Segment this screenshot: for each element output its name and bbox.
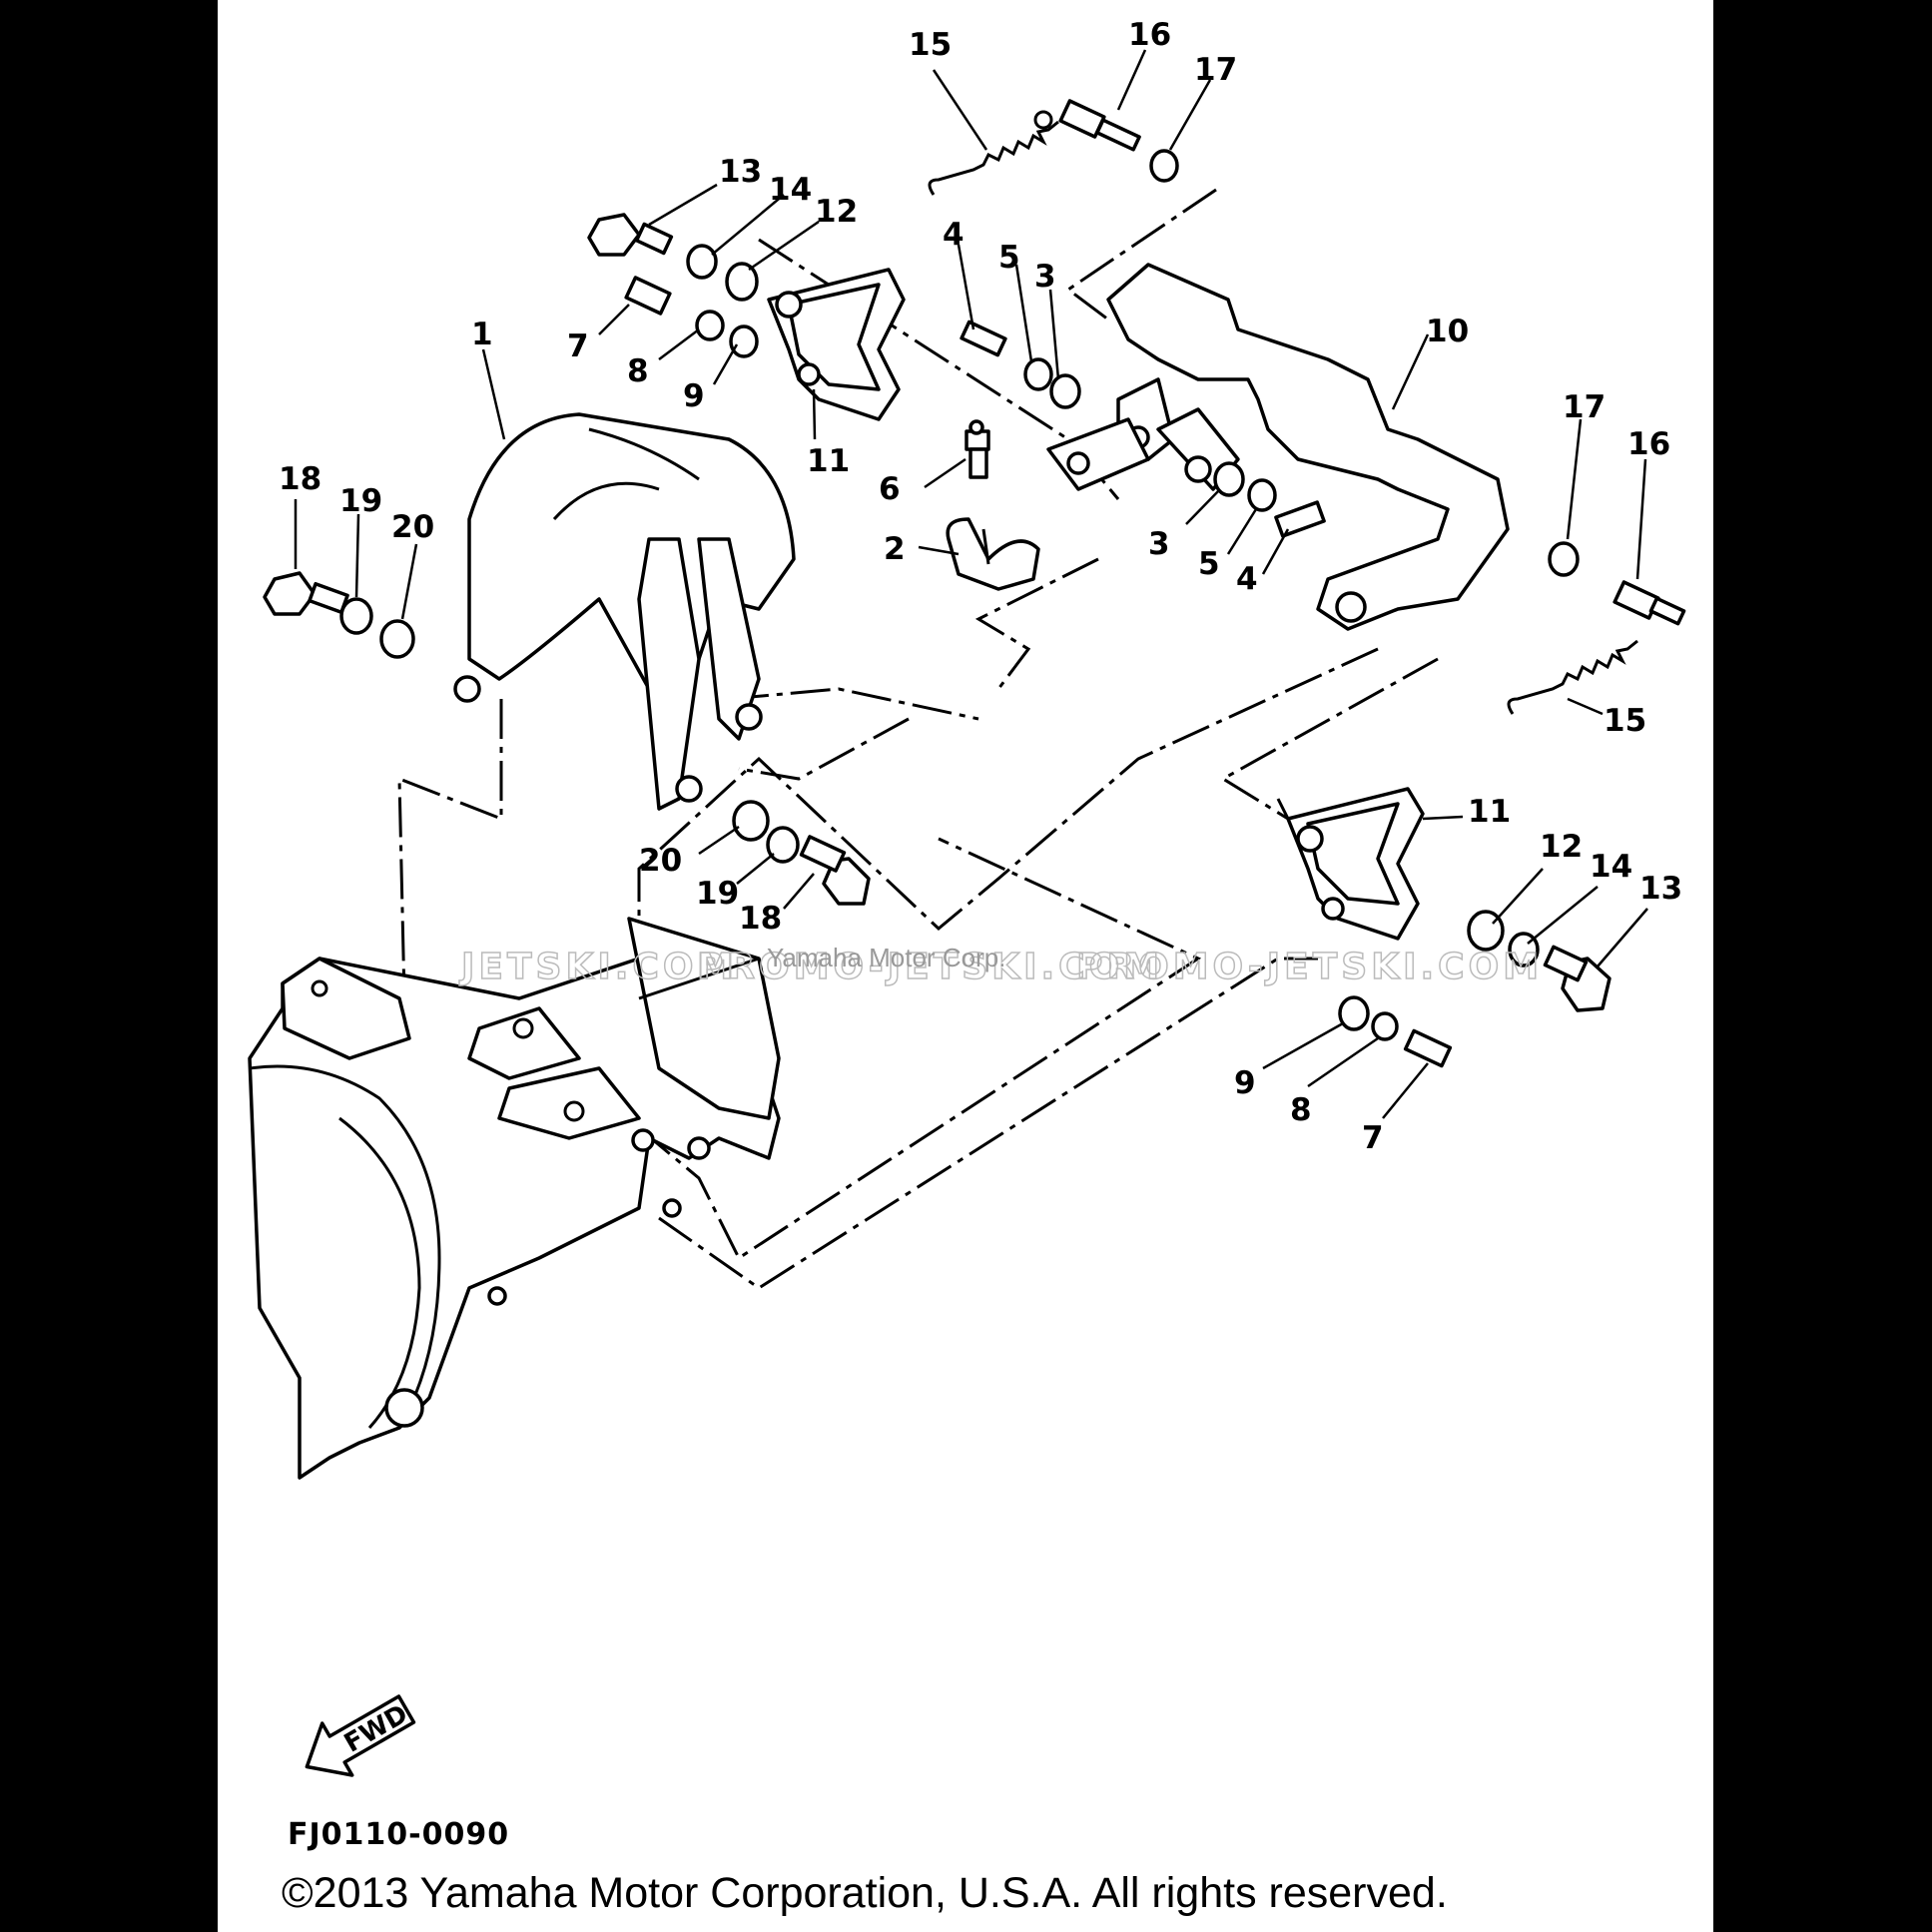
part-15-spring-upper — [928, 110, 1059, 196]
callout-12: 12 — [815, 194, 858, 230]
watermark-left: JETSKI.COM — [458, 947, 737, 987]
part-11-plate-lower — [1286, 787, 1425, 941]
callout-15: 15 — [1604, 703, 1646, 739]
callout-18: 18 — [279, 461, 322, 497]
callout-20: 20 — [391, 509, 434, 545]
callout-13: 13 — [719, 154, 762, 190]
callout-14: 14 — [1590, 849, 1632, 885]
callout-19: 19 — [696, 876, 739, 912]
callout-7: 7 — [567, 328, 589, 364]
callout-2: 2 — [884, 531, 906, 567]
callout-1: 1 — [471, 317, 493, 352]
callout-10: 10 — [1426, 314, 1469, 349]
callout-4: 4 — [943, 217, 965, 253]
callout-11: 11 — [1468, 794, 1511, 830]
part-6-grease-nipple — [965, 419, 990, 479]
callout-9: 9 — [1234, 1065, 1256, 1101]
watermark: JETSKI.COM PROMO-JETSKI.COM Yamaha Motor… — [457, 943, 1543, 988]
callout-5: 5 — [998, 240, 1020, 276]
callout-7: 7 — [1362, 1120, 1384, 1156]
callout-8: 8 — [1290, 1092, 1312, 1128]
callout-5: 5 — [1198, 546, 1220, 582]
callout-17: 17 — [1563, 389, 1606, 425]
callout-14: 14 — [769, 172, 812, 208]
callout-19: 19 — [339, 483, 382, 519]
callout-16: 16 — [1627, 426, 1670, 462]
watermark-mid: PROMO-JETSKI.COM — [697, 947, 1163, 987]
callout-13: 13 — [1639, 871, 1682, 907]
exploded-view-drawing: 1 2 3 3 4 4 5 5 6 7 7 8 8 9 9 10 11 11 1… — [248, 17, 1686, 1777]
callout-3: 3 — [1148, 526, 1170, 562]
part-2-clip — [946, 517, 1040, 591]
fwd-arrow: FWD — [305, 1694, 416, 1777]
callout-9: 9 — [683, 378, 705, 414]
callout-16: 16 — [1128, 17, 1171, 53]
callout-11: 11 — [807, 443, 850, 479]
callout-18: 18 — [739, 901, 782, 937]
part-15-spring-lower — [1507, 639, 1638, 715]
callout-labels: 1 2 3 3 4 4 5 5 6 7 7 8 8 9 9 10 11 11 1… — [279, 17, 1682, 1156]
part-1-cover — [453, 412, 796, 811]
callout-3: 3 — [1034, 259, 1056, 295]
part-10-bracket — [1046, 263, 1510, 631]
callout-4: 4 — [1236, 561, 1258, 597]
jet-pump-housing — [248, 917, 781, 1480]
callout-20: 20 — [639, 843, 682, 879]
drawing-code: FJ0110-0090 — [288, 1817, 510, 1852]
parts-diagram-sheet: 1 2 3 3 4 4 5 5 6 7 7 8 8 9 9 10 11 11 1… — [218, 0, 1713, 1932]
callout-leaders — [294, 49, 1648, 1119]
callout-15: 15 — [909, 27, 952, 63]
callout-8: 8 — [627, 353, 649, 389]
callout-6: 6 — [879, 471, 901, 507]
watermark-right: PROMO-JETSKI.COM — [1076, 947, 1543, 987]
fasteners — [263, 99, 1686, 1068]
part-11-plate-upper — [767, 268, 906, 421]
callout-12: 12 — [1540, 829, 1583, 865]
watermark-credit: Yamaha Motor Corp. — [767, 943, 1005, 972]
copyright-notice: ©2013 Yamaha Motor Corporation, U.S.A. A… — [282, 1869, 1448, 1917]
callout-17: 17 — [1194, 52, 1237, 88]
